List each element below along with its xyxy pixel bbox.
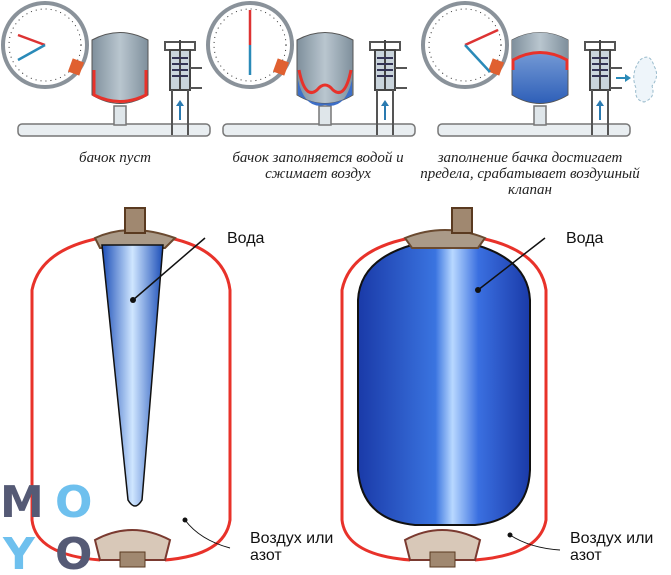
logo-letter-o2: O — [55, 529, 93, 575]
caption-tank-filling: бачок заполняется водой и сжимает воздух — [232, 150, 404, 182]
water-label-left: Вода — [227, 230, 265, 247]
panel-filling — [206, 1, 416, 137]
water-label-right: Вода — [566, 230, 604, 247]
gauge-needle-red — [17, 33, 46, 47]
panel-full — [421, 1, 658, 137]
caption-tank-full: заполнение бачка достигает предела, сраб… — [420, 150, 640, 198]
logo-letter-y: Y — [3, 529, 35, 575]
air-label-right: Воздух или азот — [570, 530, 654, 564]
caption-tank-empty: бачок пуст — [79, 150, 151, 166]
logo-letter-m: M — [0, 477, 44, 528]
tank-full-membrane — [340, 207, 561, 568]
air-label-left: Воздух или азот — [250, 530, 334, 564]
logo-letter-o1: O — [55, 477, 93, 528]
panel-empty — [1, 1, 211, 137]
tank-cone-membrane — [30, 207, 232, 568]
